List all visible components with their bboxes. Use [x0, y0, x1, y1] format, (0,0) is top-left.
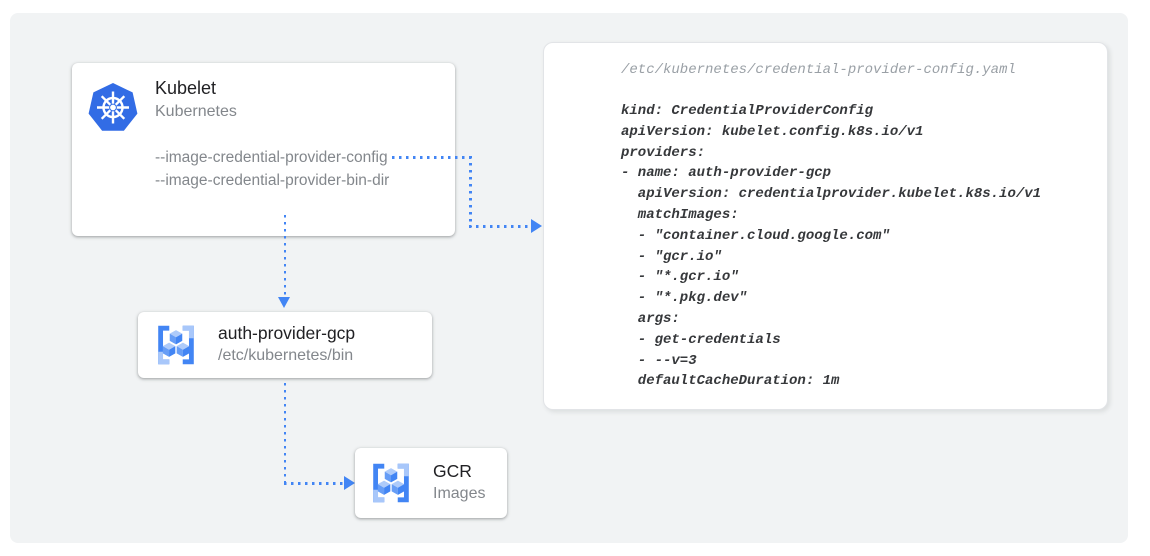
auth-provider-path: /etc/kubernetes/bin [218, 347, 354, 364]
auth-provider-gcp-card: auth-provider-gcp /etc/kubernetes/bin [138, 312, 432, 378]
kubelet-card: Kubelet Kubernetes --image-credential-pr… [72, 63, 455, 236]
credential-provider-config-panel: /etc/kubernetes/credential-provider-conf… [543, 42, 1108, 410]
arrowhead-right-to-yaml-panel [531, 219, 542, 233]
arrow-config-to-yaml-segment-v [469, 156, 472, 227]
arrowhead-down-to-auth-provider [277, 297, 290, 308]
gcr-title: GCR [433, 461, 472, 481]
kubelet-flags: --image-credential-provider-config --ima… [155, 147, 389, 192]
arrow-kubelet-to-auth-segment-v [283, 215, 286, 295]
arrow-config-to-yaml-segment-h2 [469, 225, 532, 228]
kubelet-subtitle: Kubernetes [155, 103, 237, 120]
kubelet-title: Kubelet [155, 78, 217, 98]
arrow-auth-to-gcr-segment-h [283, 482, 345, 485]
config-file-path: /etc/kubernetes/credential-provider-conf… [621, 62, 1016, 78]
flag-image-credential-provider-config: --image-credential-provider-config [155, 149, 388, 166]
arrow-config-to-yaml-segment-h1 [392, 156, 471, 159]
container-registry-icon [366, 458, 416, 508]
arrowhead-right-to-gcr [344, 476, 355, 490]
gcr-card: GCR Images [355, 448, 507, 518]
container-registry-icon [151, 320, 201, 370]
arrow-auth-to-gcr-segment-v [283, 383, 286, 483]
gcr-subtitle: Images [433, 485, 486, 502]
config-yaml-code: kind: CredentialProviderConfig apiVersio… [621, 103, 1042, 390]
auth-provider-title: auth-provider-gcp [218, 323, 356, 343]
flag-image-credential-provider-bin-dir: --image-credential-provider-bin-dir [155, 171, 390, 189]
kubernetes-icon [87, 81, 139, 133]
